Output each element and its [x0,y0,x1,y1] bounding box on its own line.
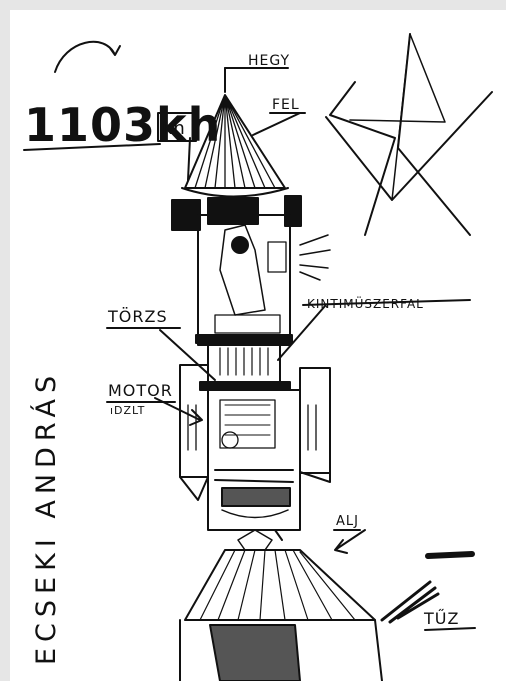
upper-body [198,215,330,345]
motor-body [208,390,300,550]
fin-right [300,368,330,482]
mid-body [200,343,290,390]
star-drawing [326,34,492,235]
rocket-drawing: 1103kh kh HEGY FEL TÖRZS KINTIMÜSZERFAL … [10,10,506,681]
label-speed: 1103kh [24,98,221,152]
label-kh-box: kh [162,118,186,139]
side-block-left [172,200,200,230]
side-block-mid [208,198,258,224]
label-tuz: TŰZ [423,608,459,628]
label-torzs: TÖRZS [107,307,168,326]
black-band-1 [196,335,292,343]
label-motor: MOTOR [108,381,173,400]
bottom-skirt [180,550,382,681]
label-author: ECSEKI ANDRÁS [30,370,62,665]
label-alj: ALJ [336,514,359,529]
drawing-canvas: 1103kh kh HEGY FEL TÖRZS KINTIMÜSZERFAL … [10,10,506,681]
label-kintimuszerfal: KINTIMÜSZERFAL [307,295,424,311]
speed-arrow [55,42,120,72]
side-block-right [285,196,301,226]
label-fel: FEL [272,97,300,113]
label-motor-sub: ıDZLT [110,404,145,417]
label-hegy: HEGY [248,53,290,69]
